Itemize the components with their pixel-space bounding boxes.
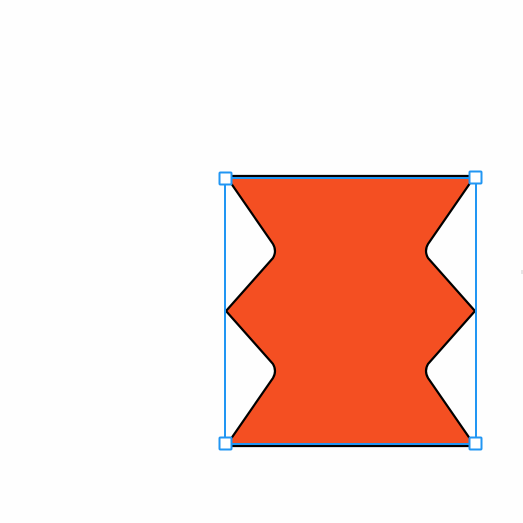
resize-handle-top-right[interactable] bbox=[468, 170, 483, 185]
resize-handle-bottom-left[interactable] bbox=[218, 436, 233, 451]
resize-handle-top-left[interactable] bbox=[218, 171, 233, 186]
canvas-edge-marker bbox=[521, 270, 523, 274]
resize-handle-bottom-right[interactable] bbox=[468, 436, 483, 451]
zigzag-shape[interactable] bbox=[224, 174, 477, 448]
selection-box bbox=[224, 177, 477, 445]
